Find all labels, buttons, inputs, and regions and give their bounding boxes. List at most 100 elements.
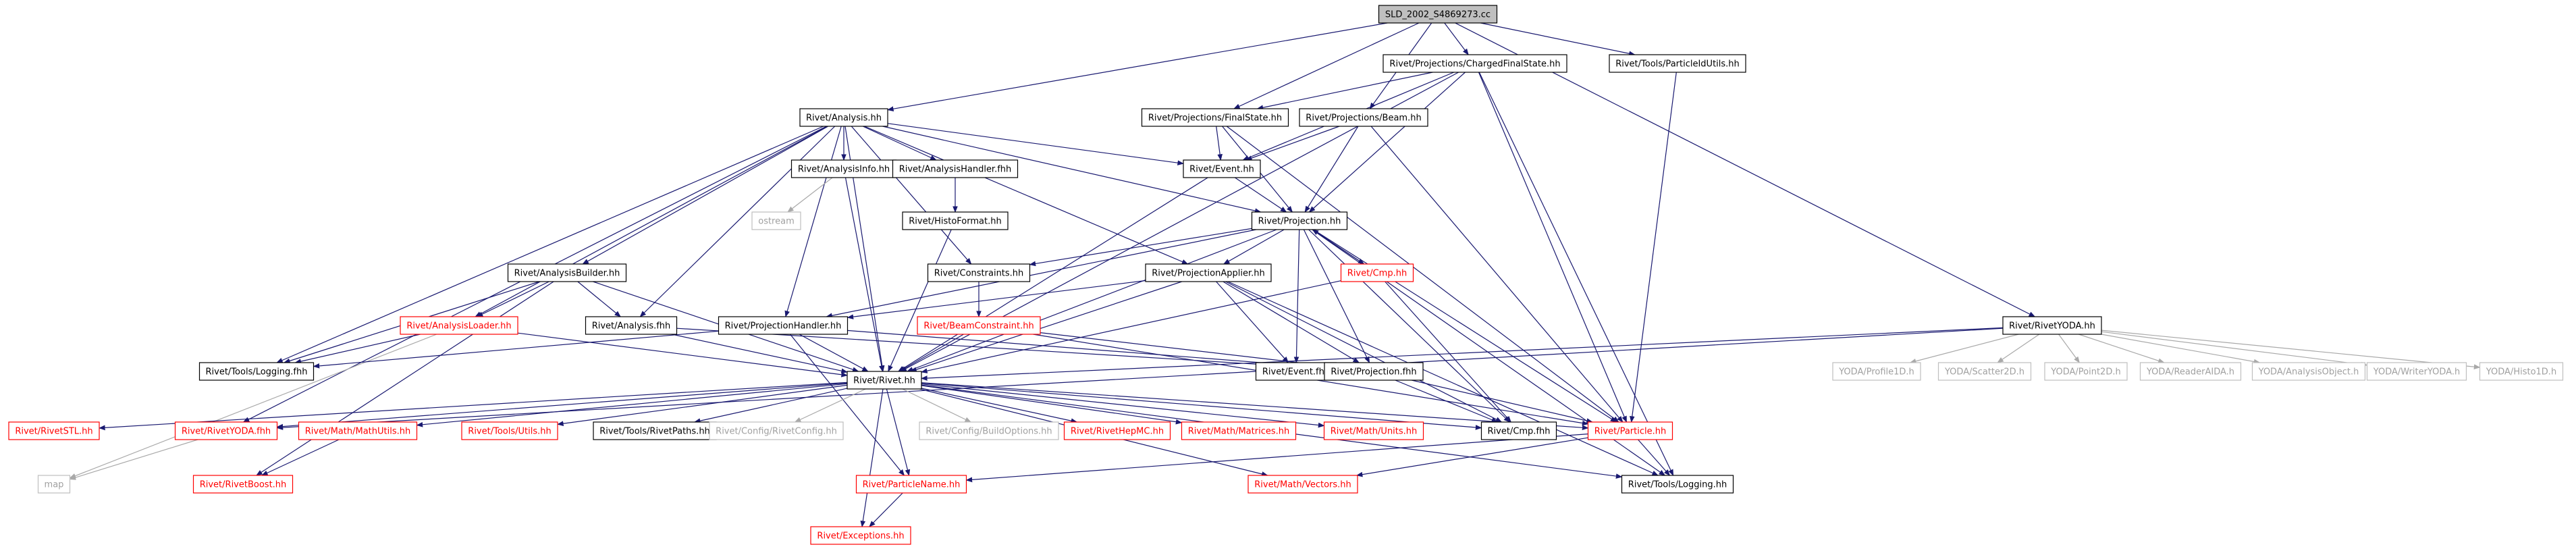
node-vectors[interactable]: Rivet/Math/Vectors.hh	[1247, 475, 1358, 494]
node-matrices[interactable]: Rivet/Math/Matrices.hh	[1181, 421, 1297, 440]
node-box	[198, 362, 315, 381]
node-ostream: ostream	[751, 211, 801, 230]
edge-analysis-to-afhh	[639, 126, 836, 317]
edge-papplier-to-eventfhh	[1216, 281, 1289, 363]
node-label: Rivet/RivetYODA.hh	[2009, 321, 2095, 332]
node-afhh[interactable]: Rivet/Analysis.fhh	[585, 316, 678, 335]
edge-rivet-to-pname	[886, 388, 911, 476]
edge-root-to-fs	[1233, 22, 1420, 109]
edge-rivet-to-bconfig	[902, 388, 971, 423]
node-boost[interactable]: Rivet/RivetBoost.hh	[192, 475, 294, 494]
node-ryodafhh[interactable]: Rivet/RivetYODA.fhh	[174, 421, 278, 440]
edge-rivet-to-exceptions	[860, 388, 884, 527]
node-paths[interactable]: Rivet/Tools/RivetPaths.hh	[593, 421, 717, 440]
node-analysis[interactable]: Rivet/Analysis.hh	[799, 108, 888, 127]
node-exceptions[interactable]: Rivet/Exceptions.hh	[810, 526, 911, 545]
edge-abuilder-to-afhh	[577, 281, 621, 317]
node-pid[interactable]: Rivet/Tools/ParticleIdUtils.hh	[1609, 54, 1746, 73]
edge-histofmt-to-rivet	[888, 229, 952, 372]
edge-rivet-to-mathutils	[416, 383, 848, 427]
node-utils[interactable]: Rivet/Tools/Utils.hh	[461, 421, 558, 440]
edge-mathutils-to-boost	[261, 439, 340, 476]
node-label: Rivet/Constraints.hh	[934, 269, 1024, 279]
node-box	[2044, 362, 2128, 381]
node-ryoda[interactable]: Rivet/RivetYODA.hh	[2002, 316, 2102, 335]
node-writer: YODA/WriterYODA.h	[2366, 362, 2467, 381]
node-cmpfhh[interactable]: Rivet/Cmp.fhh	[1480, 421, 1557, 440]
node-label: Rivet/Math/MathUtils.hh	[305, 427, 410, 437]
node-units[interactable]: Rivet/Math/Units.hh	[1323, 421, 1424, 440]
node-pname[interactable]: Rivet/ParticleName.hh	[855, 475, 967, 494]
edge-cmp-to-rivet	[921, 280, 1341, 373]
node-label: Rivet/AnalysisBuilder.hh	[514, 269, 620, 279]
node-label: Rivet/RivetBoost.hh	[200, 480, 287, 490]
node-beam[interactable]: Rivet/Projections/Beam.hh	[1299, 108, 1428, 127]
node-beamc[interactable]: Rivet/BeamConstraint.hh	[917, 316, 1041, 335]
edge-pid-to-particle	[1629, 72, 1677, 423]
node-box	[799, 108, 888, 127]
node-box	[1255, 362, 1337, 381]
node-eventfhh[interactable]: Rivet/Event.fhh	[1255, 362, 1337, 381]
node-profile1d: YODA/Profile1D.h	[1832, 362, 1921, 381]
node-aloader[interactable]: Rivet/AnalysisLoader.hh	[400, 316, 518, 335]
edge-particle-to-logging	[1638, 439, 1671, 476]
node-box	[1937, 362, 2032, 381]
node-particle[interactable]: Rivet/Particle.hh	[1587, 421, 1673, 440]
edge-ryoda-to-point2d	[2058, 334, 2080, 363]
edge-aloader-to-rivet	[517, 332, 848, 377]
nodes: SLD_2002_S4869273.ccRivet/Projections/Ch…	[8, 5, 2564, 545]
edge-cfs-to-projection	[1308, 72, 1466, 213]
node-label: Rivet/Projection.fhh	[1331, 367, 1416, 377]
node-label: Rivet/ParticleName.hh	[863, 480, 961, 490]
node-label: YODA/WriterYODA.h	[2373, 367, 2460, 377]
node-histofmt[interactable]: Rivet/HistoFormat.hh	[902, 211, 1009, 230]
node-cmp[interactable]: Rivet/Cmp.hh	[1340, 263, 1414, 282]
edge-afhh-to-projfhh	[676, 328, 1325, 371]
node-box	[192, 475, 294, 494]
node-abuilder[interactable]: Rivet/AnalysisBuilder.hh	[507, 263, 627, 282]
node-cfs[interactable]: Rivet/Projections/ChargedFinalState.hh	[1383, 54, 1567, 73]
node-box	[2366, 362, 2467, 381]
node-box	[751, 211, 801, 230]
edge-ryoda-to-rivet	[921, 327, 2004, 381]
node-mathutils[interactable]: Rivet/Math/MathUtils.hh	[298, 421, 418, 440]
node-label: Rivet/Tools/Logging.fhh	[206, 367, 308, 377]
node-rconfig: Rivet/Config/RivetConfig.hh	[709, 421, 844, 440]
node-root[interactable]: SLD_2002_S4869273.cc	[1378, 5, 1498, 24]
edge-papplier-to-cmpfhh	[1225, 281, 1503, 423]
node-hepmc[interactable]: Rivet/RivetHepMC.hh	[1063, 421, 1171, 440]
node-label: Rivet/Rivet.hh	[853, 376, 915, 386]
edge-ryoda-to-histo1d	[2101, 330, 2481, 369]
edge-afhh-to-rivet	[672, 334, 848, 374]
node-ainfo[interactable]: Rivet/AnalysisInfo.hh	[790, 159, 897, 178]
edge-phandler-to-pname	[790, 334, 905, 476]
node-event[interactable]: Rivet/Event.hh	[1183, 159, 1261, 178]
node-label: Rivet/AnalysisInfo.hh	[798, 165, 890, 175]
node-label: Rivet/RivetHepMC.hh	[1071, 427, 1164, 437]
node-point2d: YODA/Point2D.h	[2044, 362, 2128, 381]
edge-rivet-to-rconfig	[794, 388, 866, 423]
node-phandler[interactable]: Rivet/ProjectionHandler.hh	[718, 316, 849, 335]
edge-particle-to-pname	[965, 434, 1588, 483]
node-box	[919, 421, 1059, 440]
node-box	[2479, 362, 2564, 381]
node-label: Rivet/Cmp.hh	[1347, 269, 1407, 279]
edge-cmp-to-projection	[1312, 229, 1364, 265]
node-box	[855, 475, 967, 494]
edge-ainfo-to-rivet	[844, 177, 884, 372]
node-label: Rivet/Tools/Logging.hh	[1628, 480, 1727, 490]
node-rivet[interactable]: Rivet/Rivet.hh	[847, 371, 922, 390]
node-box	[709, 421, 844, 440]
edge-fs-to-event	[1216, 126, 1223, 161]
node-papplier[interactable]: Rivet/ProjectionApplier.hh	[1145, 263, 1272, 282]
node-ahandler[interactable]: Rivet/AnalysisHandler.fhh	[892, 159, 1019, 178]
node-label: Rivet/Projections/FinalState.hh	[1148, 113, 1282, 124]
node-projfhh[interactable]: Rivet/Projection.fhh	[1324, 362, 1424, 381]
node-projection[interactable]: Rivet/Projection.hh	[1251, 211, 1348, 230]
node-constraints[interactable]: Rivet/Constraints.hh	[927, 263, 1031, 282]
node-fs[interactable]: Rivet/Projections/FinalState.hh	[1141, 108, 1289, 127]
node-logging[interactable]: Rivet/Tools/Logging.hh	[1621, 475, 1734, 494]
edge-ryoda-to-ryodafhh	[276, 328, 2004, 430]
node-logfhh[interactable]: Rivet/Tools/Logging.fhh	[198, 362, 315, 381]
node-stl[interactable]: Rivet/RivetSTL.hh	[8, 421, 100, 440]
